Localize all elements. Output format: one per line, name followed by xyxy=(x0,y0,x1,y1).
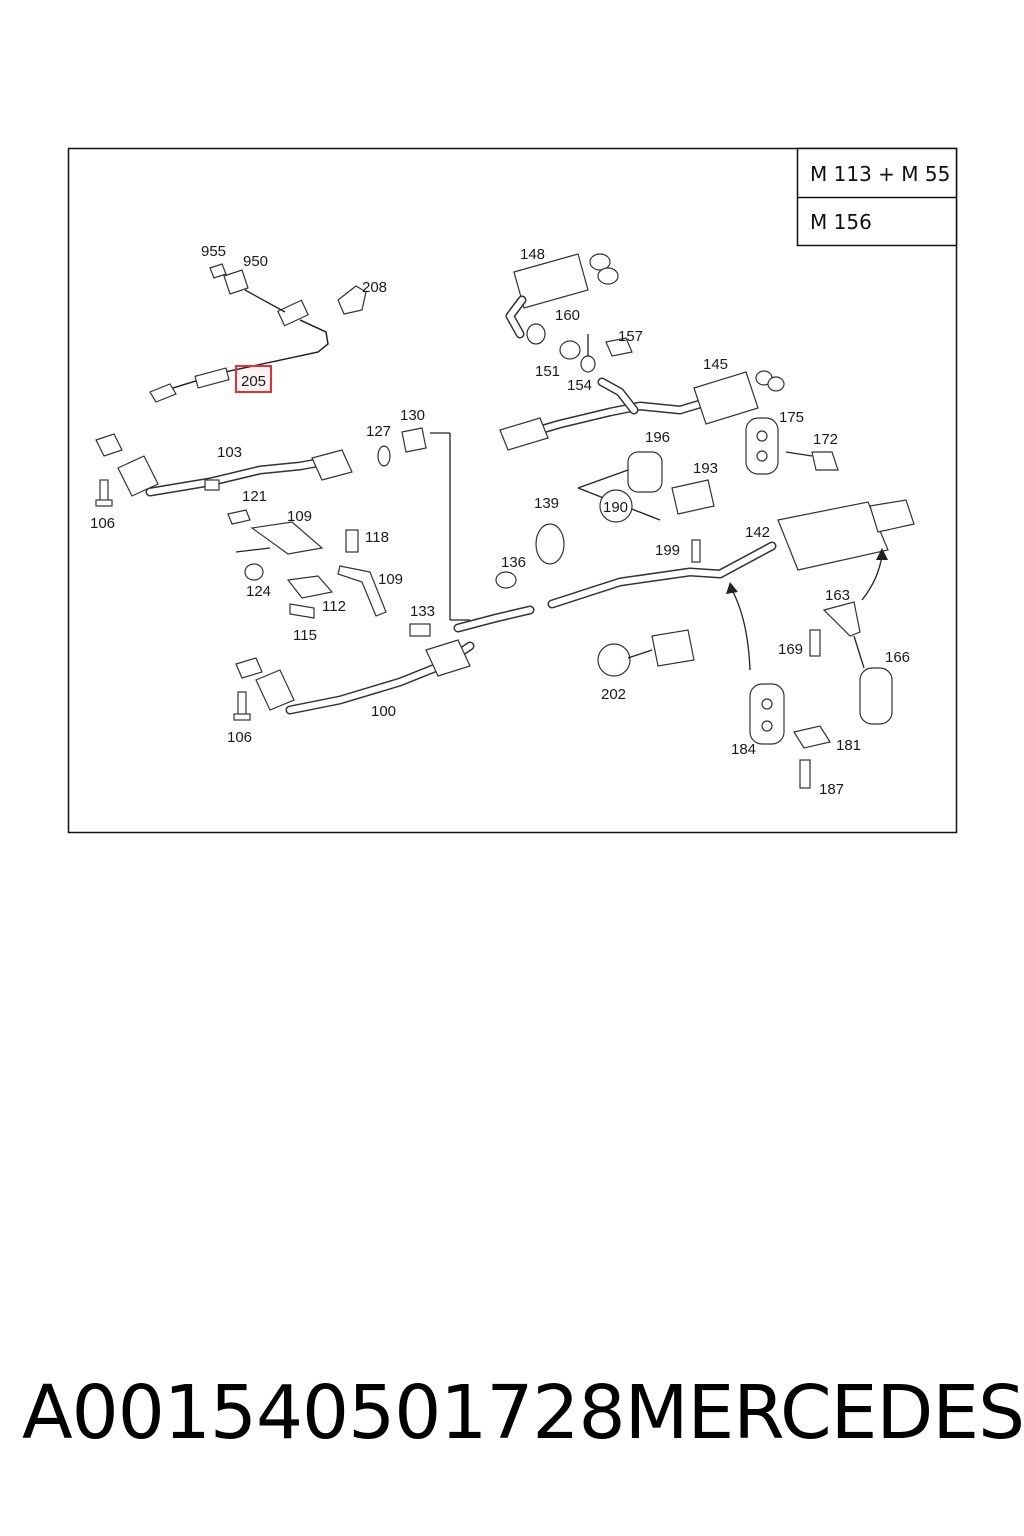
part-label-148: 148 xyxy=(520,246,545,263)
part-label-100: 100 xyxy=(371,703,396,720)
part-label-175: 175 xyxy=(779,409,804,426)
bracket-208-drawing xyxy=(337,285,367,315)
part-label-145: 145 xyxy=(703,356,728,373)
part-caption: A001540501728 MERCEDES xyxy=(22,1370,1024,1456)
part-label-103: 103 xyxy=(217,444,242,461)
part-label-163: 163 xyxy=(825,587,850,604)
part-number: A001540501728 xyxy=(22,1370,626,1456)
variant-m156: M 156 xyxy=(810,210,872,234)
part-label-196: 196 xyxy=(645,429,670,446)
part-label-166: 166 xyxy=(885,649,910,666)
clamp-160-151-154-157-drawing xyxy=(526,323,633,373)
part-label-169: 169 xyxy=(778,641,803,658)
part-label-142: 142 xyxy=(745,524,770,541)
part-label-130: 130 xyxy=(400,407,425,424)
part-label-160: 160 xyxy=(555,307,580,324)
rear-muffler-142-drawing xyxy=(547,499,915,609)
part-label-136: 136 xyxy=(501,554,526,571)
part-label-184: 184 xyxy=(731,741,756,758)
part-label-121: 121 xyxy=(242,488,267,505)
part-label-127: 127 xyxy=(366,423,391,440)
seal-ring-127-drawing xyxy=(377,445,391,467)
part-label-154: 154 xyxy=(567,377,592,394)
oxygen-sensor-drawing xyxy=(149,289,329,403)
part-label-193: 193 xyxy=(693,460,718,477)
clamp-130-drawing xyxy=(401,427,427,453)
rubber-mount-190-drawing xyxy=(577,451,715,523)
brand-name: MERCEDES xyxy=(624,1370,1024,1456)
part-label-157: 157 xyxy=(618,328,643,345)
bracket-202-drawing xyxy=(597,629,695,677)
part-label-106-upper: 106 xyxy=(90,515,115,532)
diagram-frame xyxy=(67,147,958,834)
part-label-118: 118 xyxy=(365,529,389,546)
variant-legend: M 113 + M 55 M 156 xyxy=(796,147,958,247)
hanger-184-181-187-drawing xyxy=(726,582,831,789)
part-label-106-lower: 106 xyxy=(227,729,252,746)
part-label-139: 139 xyxy=(534,495,559,512)
part-label-124: 124 xyxy=(246,583,271,600)
part-labels: 955 950 208 205 148 160 157 151 154 145 … xyxy=(90,243,910,798)
part-label-115: 115 xyxy=(293,627,317,644)
part-label-950: 950 xyxy=(243,253,268,270)
part-label-199: 199 xyxy=(655,542,680,559)
variant-m113-m55: M 113 + M 55 xyxy=(810,162,950,186)
front-pipe-103-drawing xyxy=(95,433,353,497)
highlight-box-205 xyxy=(235,365,272,393)
part-label-205: 205 xyxy=(241,373,266,390)
clamp-139-drawing xyxy=(535,523,565,565)
part-label-109-upper: 109 xyxy=(287,508,312,525)
part-label-172: 172 xyxy=(813,431,838,448)
part-label-181: 181 xyxy=(836,737,861,754)
part-label-187: 187 xyxy=(819,781,844,798)
part-label-955: 955 xyxy=(201,243,226,260)
middle-pipe-136-133-drawing xyxy=(409,571,535,637)
part-label-190: 190 xyxy=(603,499,628,516)
bolt-106-upper-drawing xyxy=(95,479,113,507)
hanger-175-172-drawing xyxy=(745,417,839,475)
rear-silencer-148-drawing xyxy=(505,253,619,339)
part-label-202: 202 xyxy=(601,686,626,703)
clip-955-950-drawing xyxy=(209,263,249,295)
part-label-208: 208 xyxy=(362,279,387,296)
part-label-109-lower: 109 xyxy=(378,571,403,588)
bracket-group-drawing xyxy=(227,509,387,619)
center-pipe-145-drawing xyxy=(499,370,785,451)
part-label-151: 151 xyxy=(535,363,560,380)
hanger-163-169-166-drawing xyxy=(809,548,893,725)
bolt-106-lower-drawing xyxy=(233,691,251,721)
part-label-133: 133 xyxy=(410,603,435,620)
part-label-112: 112 xyxy=(322,598,346,615)
front-pipe-100-drawing xyxy=(235,639,475,715)
